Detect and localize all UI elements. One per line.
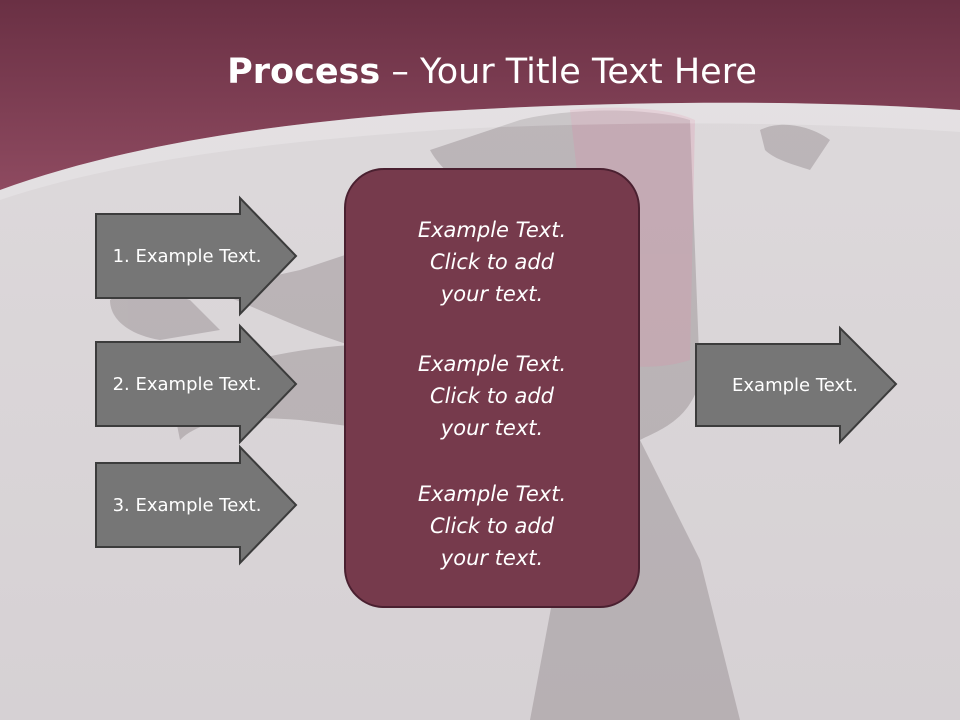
left-arrow-3-label: 3. Example Text. xyxy=(112,494,262,516)
center-paragraph-3: Example Text. Click to add your text. xyxy=(417,482,567,570)
left-arrow-1-label: 1. Example Text. xyxy=(112,245,262,267)
center-paragraph-1: Example Text. Click to add your text. xyxy=(417,218,567,306)
left-arrow-2-label: 2. Example Text. xyxy=(112,373,262,395)
title-rest: – Your Title Text Here xyxy=(380,52,757,92)
left-arrow-1[interactable]: 1. Example Text. xyxy=(96,214,278,298)
right-arrow-label: Example Text. xyxy=(732,374,858,396)
header-band xyxy=(0,0,960,190)
slide-title: Process – Your Title Text Here xyxy=(0,52,960,92)
right-arrow[interactable]: Example Text. xyxy=(696,344,894,426)
title-bold: Process xyxy=(227,52,381,92)
center-text-box[interactable]: Example Text. Click to add your text. Ex… xyxy=(344,168,640,608)
left-arrow-3[interactable]: 3. Example Text. xyxy=(96,463,278,547)
center-paragraph-2: Example Text. Click to add your text. xyxy=(417,352,567,440)
header-swoosh xyxy=(0,102,960,200)
left-arrow-2[interactable]: 2. Example Text. xyxy=(96,342,278,426)
